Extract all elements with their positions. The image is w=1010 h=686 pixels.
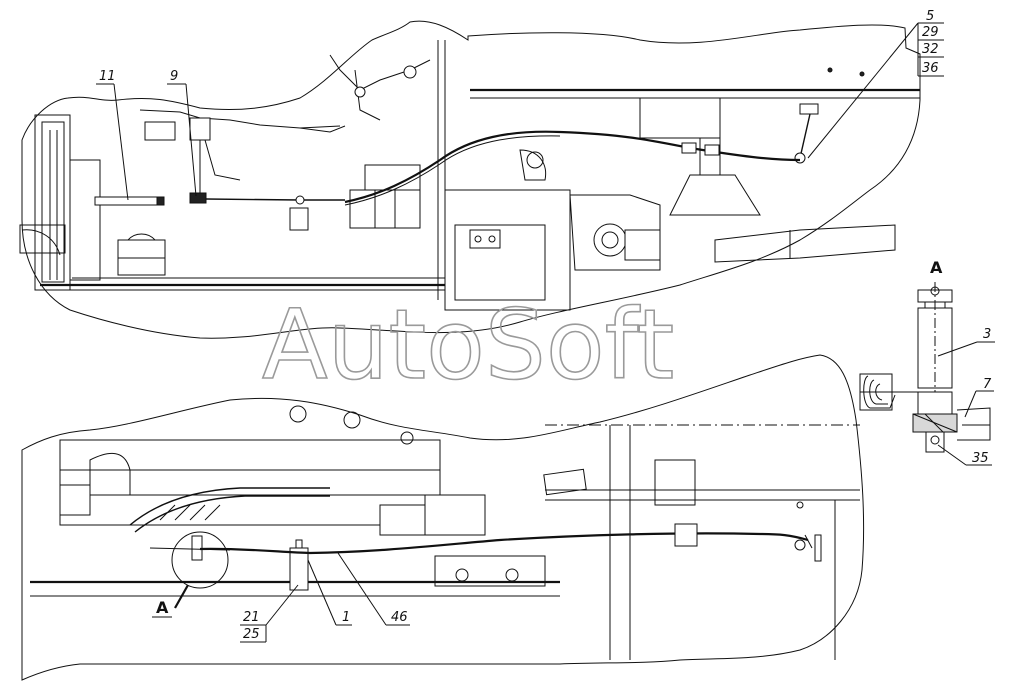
callout-29: 29 [922, 25, 939, 40]
lower-view [21, 354, 865, 681]
watermark: AutoSoft [262, 289, 674, 401]
callout-1: 1 [342, 610, 350, 625]
callout-11: 11 [99, 69, 116, 84]
callout-46: 46 [391, 610, 408, 625]
callout-36: 36 [922, 61, 939, 76]
callouts: 5 29 32 36 11 9 A A 3 7 35 21 [96, 9, 995, 643]
view-a-detail [859, 282, 991, 453]
callout-7: 7 [983, 377, 992, 392]
view-a-marker: A [156, 598, 169, 617]
callout-9: 9 [170, 69, 178, 84]
callout-3: 3 [983, 327, 991, 342]
upper-view [19, 20, 921, 339]
callout-32: 32 [922, 42, 939, 57]
callout-35: 35 [972, 451, 989, 466]
callout-21: 21 [243, 610, 260, 625]
callout-25: 25 [243, 627, 260, 642]
callout-5: 5 [926, 9, 934, 24]
view-a-title: A [930, 258, 943, 277]
